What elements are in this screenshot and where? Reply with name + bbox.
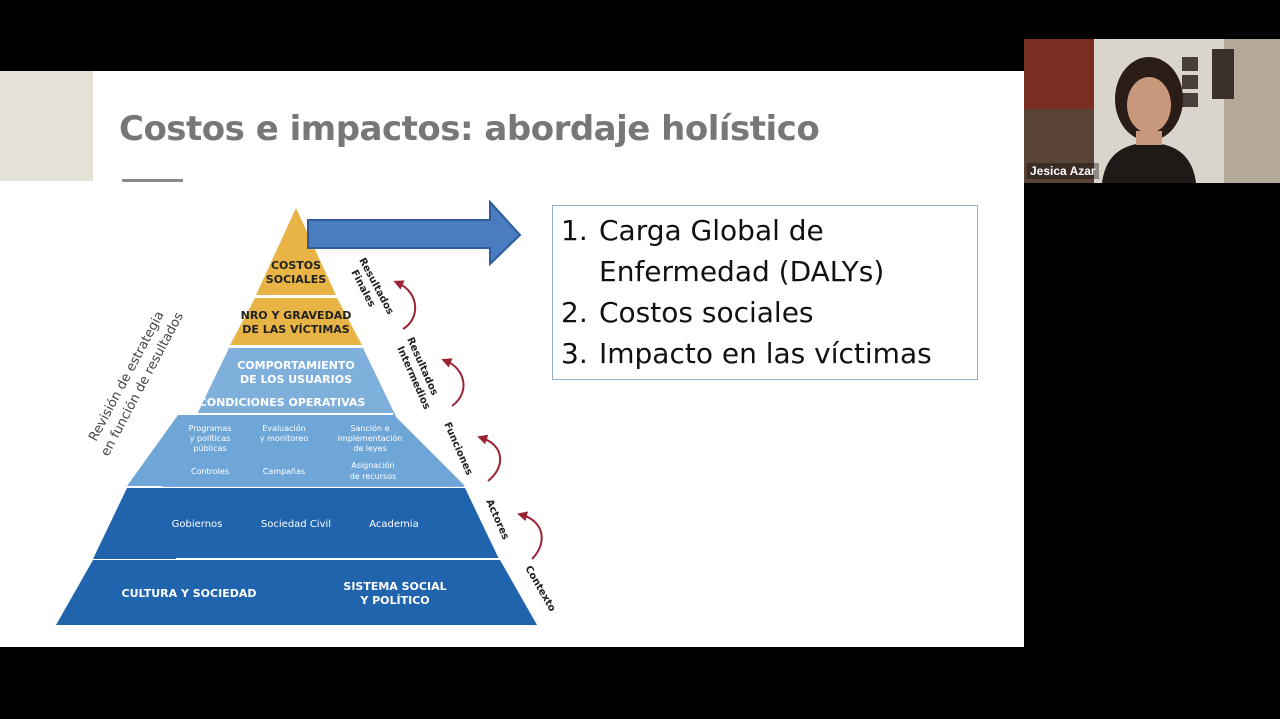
list-item-1: 1. Carga Global de xyxy=(561,214,824,247)
webcam-video-tile[interactable]: Jesica Azar xyxy=(1024,39,1280,183)
sancion-line2: implementación xyxy=(338,433,403,443)
layer-contexto xyxy=(56,560,537,625)
list-item-1-num: 1. xyxy=(561,214,588,247)
list-item-1-continuation: Enfermedad (DALYs) xyxy=(561,255,884,288)
list-item-1-line1: Carga Global de xyxy=(599,214,824,247)
comportamiento-line1: COMPORTAMIENTO xyxy=(237,359,355,372)
evaluacion-line2: y monitoreo xyxy=(260,434,308,443)
programas-line1: Programas xyxy=(189,424,232,433)
list-item-3-line1: Impacto en las víctimas xyxy=(599,337,932,370)
list-item-3-num: 3. xyxy=(561,337,588,370)
condiciones-operativas: CONDICIONES OPERATIVAS xyxy=(199,396,366,409)
asignacion-line1: Asignación xyxy=(351,460,395,470)
list-item-2-line1: Costos sociales xyxy=(599,296,814,329)
contexto-label: Contexto xyxy=(522,564,557,614)
sancion-line1: Sanción e xyxy=(350,423,389,433)
costos-sociales-line2: SOCIALES xyxy=(266,273,326,286)
blue-arrow xyxy=(307,199,522,267)
sancion-line3: de leyes xyxy=(353,444,387,453)
list-item-3: 3. Impacto en las víctimas xyxy=(561,337,932,370)
academia: Academia xyxy=(369,519,418,530)
curve-arrow-2 xyxy=(441,358,465,407)
curve-arrow-3 xyxy=(477,434,502,482)
costos-sociales-line1: COSTOS xyxy=(271,259,321,272)
results-list-box: 1. Carga Global de Enfermedad (DALYs) 2. C… xyxy=(552,205,978,380)
nro-gravedad-line1: NRO Y GRAVEDAD xyxy=(241,309,352,322)
slide-title: Costos e impactos: abordaje holístico xyxy=(119,109,820,149)
asignacion-line2: de recursos xyxy=(350,472,397,481)
evaluacion-line1: Evaluación xyxy=(262,423,305,433)
layer-actores xyxy=(93,488,499,559)
list-item-1-line2: Enfermedad (DALYs) xyxy=(599,255,885,288)
campanas: Campañas xyxy=(263,467,305,476)
sistema-line2: Y POLÍTICO xyxy=(359,594,429,607)
slide-corner-decoration xyxy=(0,71,93,181)
title-underline xyxy=(122,179,183,182)
controles: Controles xyxy=(191,467,229,476)
cultura-sociedad: CULTURA Y SOCIEDAD xyxy=(122,587,257,600)
pyramid-diagram: COSTOS SOCIALES NRO Y GRAVEDAD DE LAS VÍ… xyxy=(56,199,557,625)
comportamiento-line2: DE LOS USUARIOS xyxy=(240,373,352,386)
list-item-2: 2. Costos sociales xyxy=(561,296,814,329)
nro-gravedad-line2: DE LAS VÍCTIMAS xyxy=(242,323,349,336)
list-item-2-num: 2. xyxy=(561,296,588,329)
curve-arrow-1 xyxy=(393,280,417,330)
sociedad-civil: Sociedad Civil xyxy=(261,519,331,530)
layer-funciones-fill xyxy=(127,415,465,486)
programas-line2: y políticas xyxy=(190,434,231,443)
programas-line3: públicas xyxy=(193,444,226,453)
participant-name: Jesica Azar xyxy=(1027,163,1099,179)
gobiernos: Gobiernos xyxy=(172,519,223,530)
curve-arrow-4 xyxy=(517,511,543,560)
presentation-slide: Costos e impactos: abordaje holístico CO… xyxy=(0,71,1024,647)
layer-nro-gravedad xyxy=(230,298,362,345)
layer-costos-sociales xyxy=(256,208,336,295)
webcam-video-frame xyxy=(1024,39,1280,183)
sistema-line1: SISTEMA SOCIAL xyxy=(343,580,446,593)
